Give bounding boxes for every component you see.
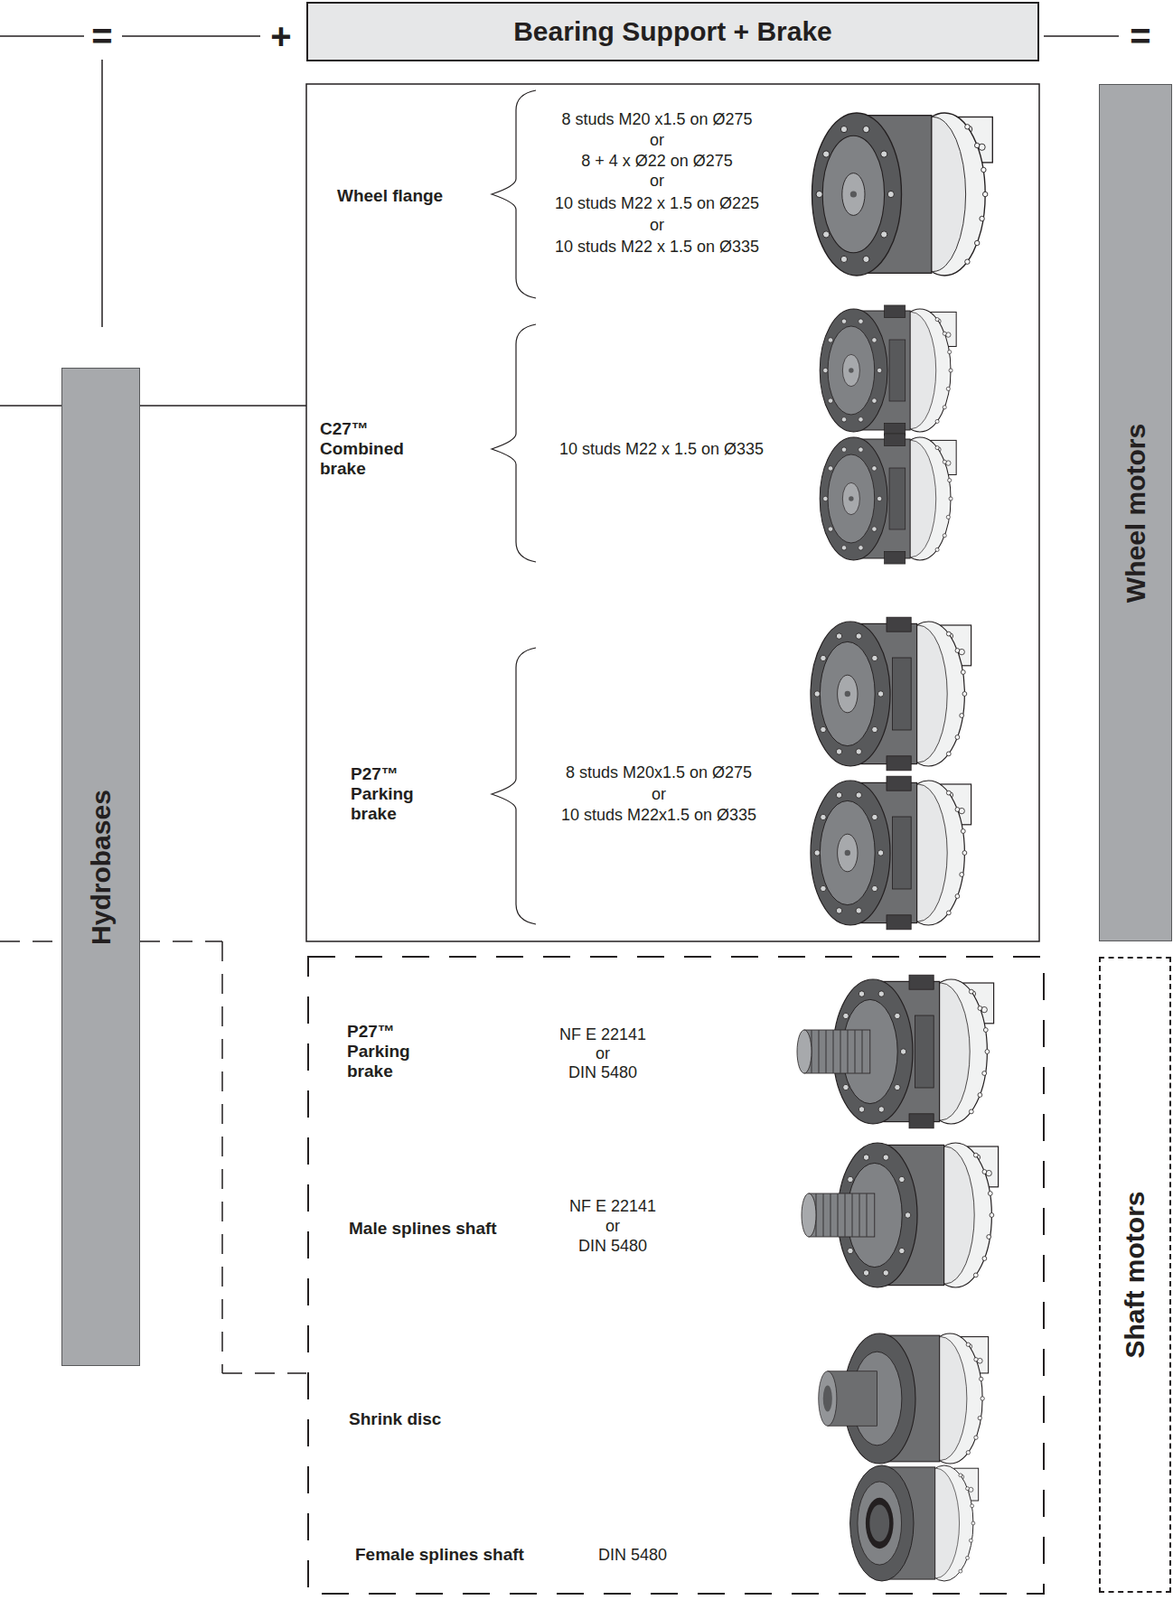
- combined-brake-motor: [819, 433, 957, 564]
- option-name: Male splines shaft: [348, 1219, 498, 1239]
- spec-text: NF E 22141: [559, 1025, 647, 1045]
- spec-text: or: [649, 215, 665, 235]
- connector-lines: [0, 36, 1119, 1374]
- category-bar: Wheel motors: [1098, 84, 1173, 942]
- spec-text: DIN 5480: [578, 1237, 648, 1257]
- spec-text: DIN 5480: [598, 1546, 667, 1566]
- spec-text: or: [651, 785, 667, 805]
- spec-text: NF E 22141: [569, 1197, 657, 1217]
- combined-brake-motor: [819, 305, 957, 436]
- wheel-group-box: [306, 84, 1040, 942]
- dashed-category-band: Shaft motors: [1098, 957, 1172, 1594]
- option-name: C27™ Combined brake: [319, 419, 404, 479]
- header-bar: Bearing Support + Brake: [306, 1, 1040, 62]
- spec-text: or: [605, 1217, 620, 1237]
- category-bar: Hydrobases: [61, 367, 141, 1367]
- parking-brake-motor: [810, 776, 972, 930]
- spec-text: 10 studs M22 x 1.5 on Ø335: [554, 237, 760, 257]
- node-label: Bearing Support + Brake: [513, 16, 833, 48]
- node-label: Wheel motors: [1119, 422, 1152, 602]
- node-label: Hydrobases: [84, 789, 117, 946]
- parking-brake-motor: [810, 617, 972, 771]
- spec-text: 8 studs M20x1.5 on Ø275: [565, 763, 752, 783]
- operator-sign: =: [1129, 15, 1151, 57]
- spec-text: DIN 5480: [568, 1063, 638, 1083]
- spec-text: or: [649, 131, 665, 151]
- bracket: [491, 90, 536, 925]
- spec-text: 8 + 4 x Ø22 on Ø275: [581, 151, 733, 171]
- option-name: P27™ Parking brake: [350, 764, 414, 825]
- shrink-disc-motor: [818, 1333, 989, 1464]
- wheel-flange-motor: [812, 112, 994, 276]
- spec-text: or: [649, 171, 665, 191]
- option-name: Wheel flange: [337, 186, 443, 207]
- spec-text: 10 studs M22 x 1.5 on Ø335: [559, 440, 764, 460]
- operator-sign: +: [270, 15, 291, 57]
- spec-text: or: [595, 1044, 610, 1064]
- option-name: Shrink disc: [348, 1409, 442, 1430]
- option-name: Female splines shaft: [355, 1545, 525, 1566]
- spec-text: 8 studs M20 x1.5 on Ø275: [561, 110, 752, 130]
- option-name: P27™ Parking brake: [347, 1022, 411, 1082]
- shaft-group-box: [308, 957, 1044, 1595]
- spec-text: 10 studs M22x1.5 on Ø335: [561, 806, 757, 826]
- male-spline-motor: [801, 1143, 999, 1288]
- operator-sign: =: [91, 15, 113, 57]
- parking-brake-shaft-motor: [797, 975, 995, 1129]
- node-label: Shaft motors: [1119, 1191, 1152, 1359]
- female-spline-motor: [850, 1465, 979, 1582]
- spec-text: 10 studs M22 x 1.5 on Ø225: [554, 194, 760, 214]
